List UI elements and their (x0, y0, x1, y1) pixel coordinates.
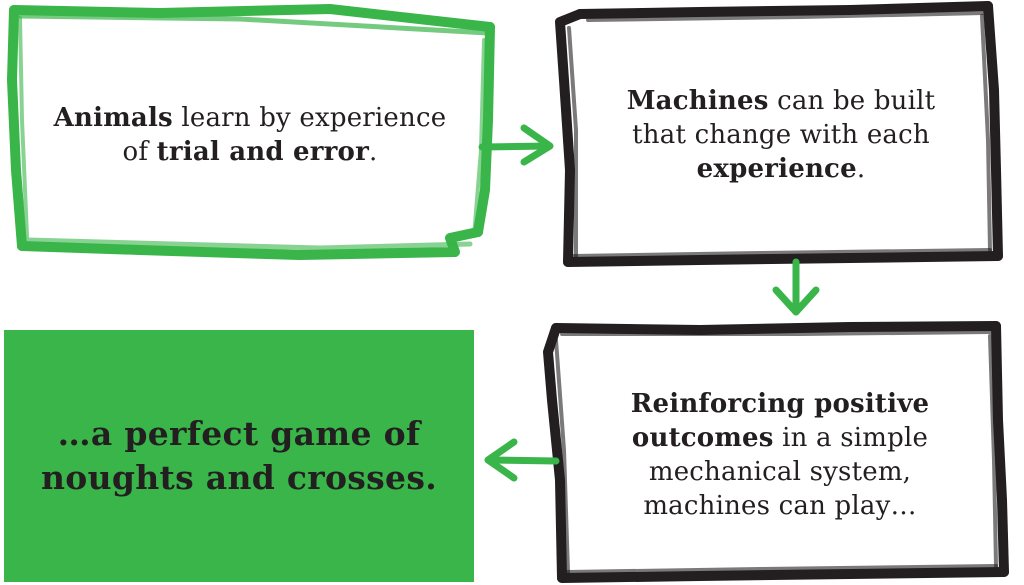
animals-box-text: Animals learn by experience of trial and… (40, 40, 460, 230)
machines-keyword: Machines (626, 86, 769, 116)
machines-box-text: Machines can be built that change with e… (596, 40, 966, 230)
reinforcing-box-sentence: Reinforcing positive outcomes in a simpl… (620, 387, 940, 523)
animals-box-sentence: Animals learn by experience of trial and… (40, 101, 460, 169)
animals-keyword: Animals (53, 103, 173, 133)
arrow-down-icon (772, 258, 820, 316)
machines-text-2: . (856, 154, 866, 184)
trial-and-error-keyword: trial and error (156, 137, 369, 167)
reinforcing-box-text: Reinforcing positive outcomes in a simpl… (592, 360, 968, 550)
machines-box-sentence: Machines can be built that change with e… (596, 84, 966, 186)
perfect-game-text: …a perfect game of noughts and crosses. (40, 414, 438, 497)
machines-text-1: can be built that change with each (632, 86, 936, 150)
animals-text-2: . (369, 137, 378, 167)
reinforcing-text-1: in a simple mechanical system, machines … (643, 423, 929, 521)
arrow-right-icon (478, 124, 554, 166)
arrow-left-icon (484, 438, 560, 482)
reinforcing-keyword: Reinforcing positive outcomes (630, 389, 930, 453)
perfect-game-panel: …a perfect game of noughts and crosses. (4, 330, 474, 582)
experience-keyword: experience (696, 154, 857, 184)
animals-text-1: learn by experience of (122, 103, 447, 167)
